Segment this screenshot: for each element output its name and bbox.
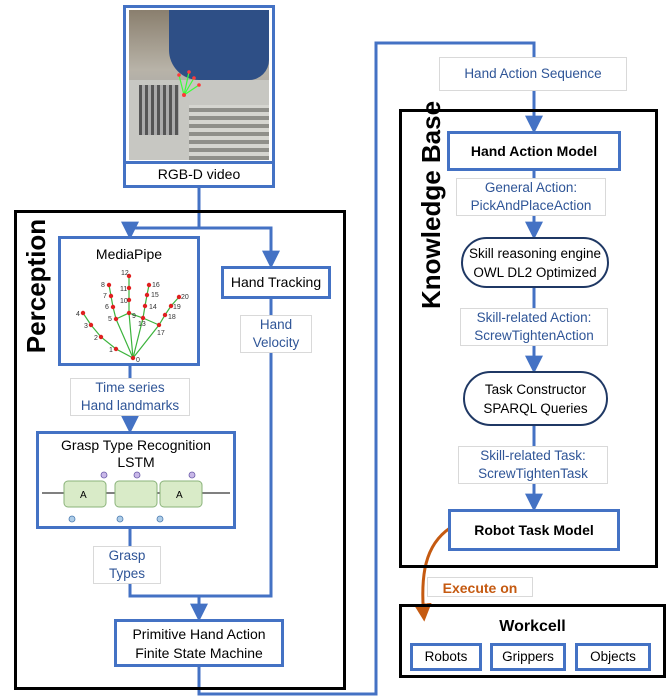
grasp-types-label: Grasp Types: [93, 546, 161, 584]
knowledge-base-title: Knowledge Base: [416, 100, 446, 309]
hand-action-model-box: Hand Action Model: [447, 131, 621, 171]
landmark-label: 14: [149, 304, 157, 311]
workcell-item-grippers: Grippers: [490, 643, 566, 671]
task-constructor-node: Task Constructor SPARQL Queries: [463, 371, 608, 426]
landmark-label: 2: [94, 335, 98, 342]
skill-action-label: Skill-related Action: ScrewTightenAction: [460, 308, 608, 346]
lstm-cell-label: A: [80, 490, 87, 501]
time-series-label: Time series Hand landmarks: [70, 378, 190, 416]
conn-to-hand-tracking: [199, 226, 280, 269]
grasp-recognition-title: Grasp Type Recognition: [61, 437, 211, 453]
mediapipe-title: MediaPipe: [95, 246, 163, 262]
perception-title: Perception: [21, 218, 51, 354]
workcell-container: Workcell: [399, 604, 666, 678]
landmark-label: 1: [109, 347, 113, 354]
landmark-label: 4: [76, 311, 80, 318]
landmark-label: 3: [84, 323, 88, 330]
landmark-label: 9: [132, 313, 136, 320]
landmark-label: 10: [120, 298, 128, 305]
landmark-label: 13: [138, 321, 146, 328]
landmark-label: 12: [121, 270, 129, 277]
landmark-label: 15: [151, 292, 159, 299]
hand-tracking-box: Hand Tracking: [221, 266, 331, 299]
landmark-label: 20: [181, 294, 189, 301]
workcell-title: Workcell: [499, 618, 566, 635]
conn-video-down: [121, 187, 201, 240]
skill-engine-node: Skill reasoning engine OWL DL2 Optimized: [461, 237, 609, 288]
landmark-label: 8: [101, 282, 105, 289]
landmark-label: 7: [103, 293, 107, 300]
fsm-box: Primitive Hand Action Finite State Machi…: [114, 619, 284, 667]
landmark-label: 6: [105, 304, 109, 311]
landmark-label: 11: [120, 286, 127, 293]
perception-container: [14, 210, 346, 690]
general-action-label: General Action: PickAndPlaceAction: [456, 178, 606, 216]
video-caption: RGB-D video: [157, 166, 241, 182]
robot-task-model-box: Robot Task Model: [448, 509, 620, 551]
hand-landmarks-diagram: 0 1 2 3 4 5 6 7 8 9 10 11 12 13 14 15 16…: [76, 270, 189, 363]
video-frame: RGB-D video: [123, 5, 275, 188]
workcell-item-robots: Robots: [410, 643, 482, 671]
hand-velocity-label: Hand Velocity: [240, 315, 312, 353]
landmark-label: 5: [108, 316, 112, 323]
execute-on-label: Execute on: [427, 577, 533, 597]
landmark-label: 19: [173, 304, 181, 311]
landmark-label: 16: [152, 282, 160, 289]
grasp-recognition-box: Grasp Type Recognition LSTM A A: [36, 431, 236, 529]
landmark-label: 18: [168, 314, 176, 321]
landmark-label: 0: [136, 357, 140, 363]
conn-tracking-fsm: [199, 298, 273, 598]
workcell-item-objects: Objects: [575, 643, 651, 671]
video-thumbnail: [129, 10, 269, 160]
lstm-cell-label: A: [176, 490, 183, 501]
skill-task-label: Skill-related Task: ScrewTightenTask: [458, 446, 608, 484]
landmark-label: 17: [157, 330, 165, 337]
mediapipe-box: MediaPipe 0 1 2 3 4 5 6 7 8 9: [58, 236, 200, 366]
knowledge-base-container: [399, 109, 658, 568]
hand-action-sequence-label: Hand Action Sequence: [439, 57, 627, 91]
lstm-diagram: A A: [42, 471, 230, 523]
grasp-recognition-subtitle: LSTM: [117, 454, 155, 470]
